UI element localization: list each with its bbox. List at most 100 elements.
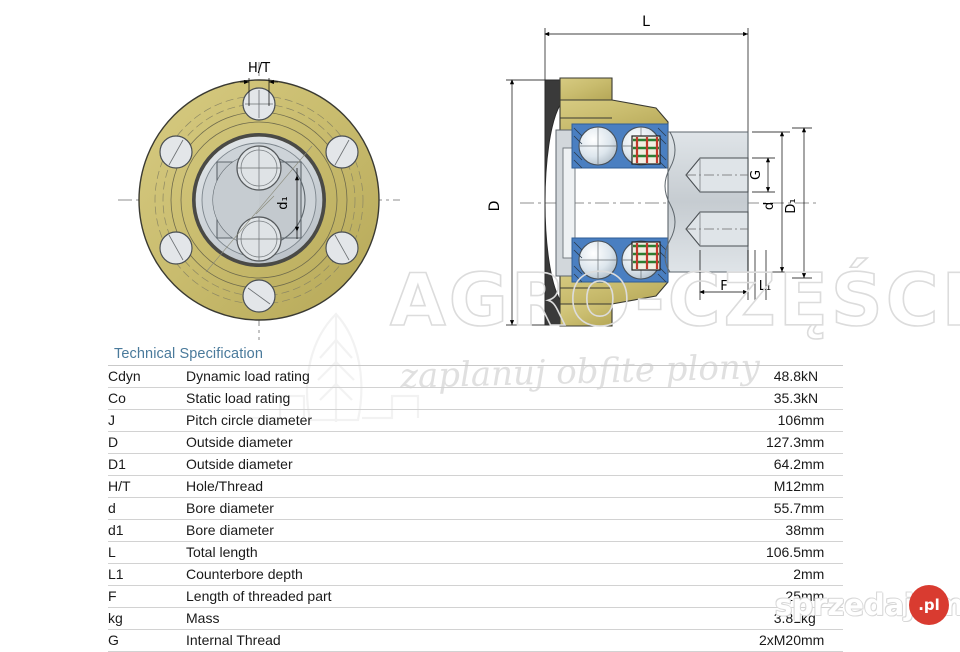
- dimension-ht: H/T: [240, 61, 278, 106]
- cell-symbol: L: [108, 541, 186, 564]
- cell-description: Mass: [186, 607, 656, 630]
- cell-description: Internal Thread: [186, 629, 656, 652]
- cell-value: 106.5: [656, 541, 801, 564]
- cell-symbol: d1: [108, 519, 186, 542]
- drawings-svg: H/T d₁ L D: [118, 14, 820, 340]
- bolt-hole: [325, 231, 359, 265]
- cell-value: 38: [656, 519, 801, 542]
- cell-unit: mm: [801, 497, 843, 520]
- cell-symbol: D1: [108, 453, 186, 476]
- cell-value: 3.81: [656, 607, 801, 630]
- page-title: Technical Specification: [108, 344, 843, 366]
- cell-value: 64.2: [656, 453, 801, 476]
- cell-description: Hole/Thread: [186, 475, 656, 498]
- cell-description: Outside diameter: [186, 431, 656, 454]
- bolt-hole: [325, 135, 359, 169]
- watermark-pl-badge: .pl: [909, 585, 949, 625]
- cell-symbol: J: [108, 409, 186, 432]
- bolt-hole: [242, 87, 276, 121]
- label-F: F: [720, 279, 727, 294]
- center-thread-hole: [236, 145, 282, 191]
- cell-description: Bore diameter: [186, 519, 656, 542]
- bolt-hole: [159, 135, 193, 169]
- cell-value: 55.7: [656, 497, 801, 520]
- cell-unit: mm: [801, 453, 843, 476]
- cell-value: 106: [656, 409, 801, 432]
- bolt-hole: [159, 231, 193, 265]
- center-thread-hole: [236, 216, 282, 262]
- cell-description: Static load rating: [186, 387, 656, 410]
- cell-unit: mm: [801, 475, 843, 498]
- label-ht: H/T: [248, 61, 270, 76]
- dimension-D1: D₁: [784, 127, 812, 279]
- dimension-L1: L₁: [754, 250, 771, 300]
- cell-symbol: D: [108, 431, 186, 454]
- dimension-F: F: [699, 250, 749, 300]
- dimension-G: G: [749, 157, 775, 193]
- cell-description: Outside diameter: [186, 453, 656, 476]
- cell-symbol: F: [108, 585, 186, 608]
- bearing-ball: [578, 240, 618, 280]
- cell-symbol: kg: [108, 607, 186, 630]
- cell-symbol: L1: [108, 563, 186, 586]
- cell-value: 2xM20: [656, 629, 801, 652]
- cell-unit: mm: [801, 629, 843, 652]
- cell-description: Pitch circle diameter: [186, 409, 656, 432]
- label-L1: L₁: [759, 279, 771, 294]
- cell-description: Length of threaded part: [186, 585, 656, 608]
- cell-value: 35.3: [656, 387, 801, 410]
- cell-unit: mm: [801, 585, 843, 608]
- cell-value: 48.8: [656, 366, 801, 388]
- cell-symbol: H/T: [108, 475, 186, 498]
- cell-unit: mm: [801, 409, 843, 432]
- cell-value: 25: [656, 585, 801, 608]
- cell-symbol: Cdyn: [108, 366, 186, 388]
- label-D1: D₁: [784, 198, 799, 213]
- cell-unit: kg: [801, 607, 843, 630]
- label-d1: d₁: [276, 196, 291, 209]
- technical-drawings: H/T d₁ L D: [118, 14, 820, 340]
- cell-unit: mm: [801, 519, 843, 542]
- cell-symbol: Co: [108, 387, 186, 410]
- bolt-hole: [242, 279, 276, 313]
- cell-description: Dynamic load rating: [186, 366, 656, 388]
- bearing-ball: [578, 126, 618, 166]
- cell-value: M12: [656, 475, 801, 498]
- internal-thread-hole: [685, 211, 749, 247]
- label-D: D: [487, 201, 503, 212]
- front-view-group: H/T d₁: [118, 61, 400, 340]
- seal: [631, 241, 661, 271]
- internal-thread-hole: [685, 157, 749, 193]
- cell-value: 127.3: [656, 431, 801, 454]
- cell-unit: mm: [801, 541, 843, 564]
- cell-unit: kN: [801, 387, 843, 410]
- cell-value: 2: [656, 563, 801, 586]
- cell-symbol: G: [108, 629, 186, 652]
- cell-description: Bore diameter: [186, 497, 656, 520]
- cell-unit: kN: [801, 366, 843, 388]
- seal: [631, 135, 661, 165]
- label-G: G: [749, 170, 764, 180]
- label-L: L: [642, 14, 650, 30]
- label-d: d: [762, 202, 777, 210]
- cell-description: Total length: [186, 541, 656, 564]
- cell-unit: mm: [801, 563, 843, 586]
- cell-symbol: d: [108, 497, 186, 520]
- dimension-d: d: [752, 131, 790, 273]
- dimension-d1: d₁: [276, 168, 300, 239]
